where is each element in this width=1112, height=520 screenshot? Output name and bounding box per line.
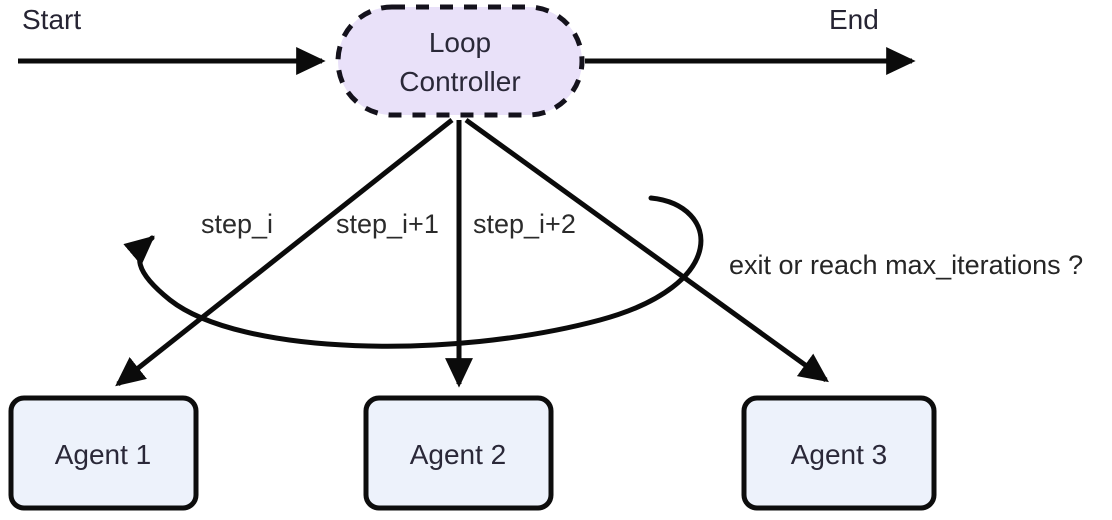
node-agent-1[interactable]: Agent 1 bbox=[8, 395, 199, 511]
edge-controller-to-agent-1 bbox=[115, 118, 454, 387]
feedback-loop-curve bbox=[123, 195, 704, 349]
edge-label-step-i-plus-1: step_i+1 bbox=[336, 209, 439, 239]
edge-feedback-loop bbox=[123, 195, 704, 349]
edge-label-step-i: step_i bbox=[201, 209, 273, 239]
node-loop-controller[interactable]: Loop Controller bbox=[335, 4, 585, 118]
loop-controller-shape bbox=[335, 4, 585, 118]
feedback-loop-label: exit or reach max_iterations ? bbox=[729, 250, 1083, 280]
end-label: End bbox=[829, 4, 879, 35]
edge-label-step-i-plus-2: step_i+2 bbox=[473, 209, 576, 239]
edge-controller-to-agent-3 bbox=[464, 117, 829, 383]
agent-1-label: Agent 1 bbox=[55, 439, 152, 470]
loop-controller-label-line1: Loop bbox=[429, 27, 491, 58]
node-agent-2[interactable]: Agent 2 bbox=[363, 395, 554, 511]
agent-1-shape bbox=[8, 395, 199, 511]
agent-3-shape bbox=[741, 395, 937, 511]
agent-2-label: Agent 2 bbox=[410, 439, 507, 470]
node-agent-3[interactable]: Agent 3 bbox=[741, 395, 937, 511]
loop-controller-label-line2: Controller bbox=[399, 66, 520, 97]
agent-3-arrow-line bbox=[464, 117, 829, 383]
agent-2-shape bbox=[363, 395, 554, 511]
agent-3-label: Agent 3 bbox=[791, 439, 888, 470]
start-label: Start bbox=[22, 4, 81, 35]
agent-1-arrow-line bbox=[115, 118, 454, 387]
